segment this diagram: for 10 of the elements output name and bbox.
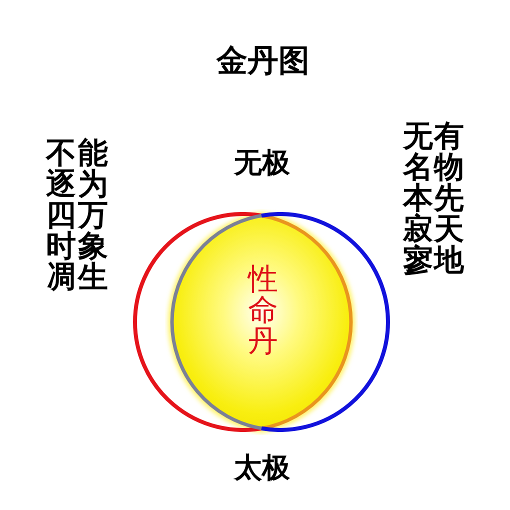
title: 金丹图 — [216, 44, 310, 78]
verse-text: 有物先天地 — [434, 122, 464, 276]
top-label: 无极 — [234, 148, 290, 179]
right-circle — [170, 212, 390, 432]
left-circle — [133, 212, 353, 432]
verse-text: 不逐四时凋 — [46, 139, 76, 294]
verse-text: 无名本寂寥 — [403, 122, 433, 276]
bottom-label: 太极 — [234, 453, 290, 484]
lens-text: 性命丹 — [248, 264, 278, 358]
verse-text: 能为万象生 — [78, 139, 108, 294]
